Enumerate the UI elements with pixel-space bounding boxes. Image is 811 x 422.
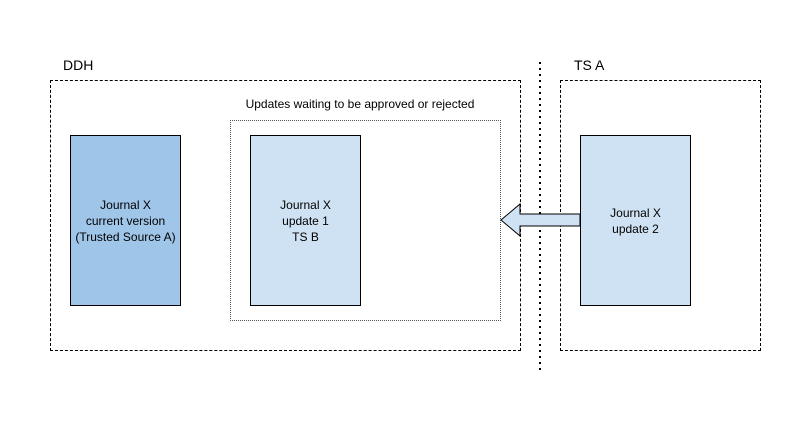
ddh-label: DDH [63,57,94,73]
current-version-line-2: current version [85,213,166,228]
update-2-document[interactable]: Journal X update 2 [580,135,691,306]
current-version-document[interactable]: Journal X current version (Trusted Sourc… [70,135,181,306]
update-1-line-3: TS B [292,229,319,244]
current-version-line-1: Journal X [100,197,151,212]
update-1-line-1: Journal X [280,197,331,212]
update-2-line-1: Journal X [610,205,661,220]
pending-updates-label: Updates waiting to be approved or reject… [245,97,475,111]
update-2-line-2: update 2 [612,221,659,236]
ts-a-label: TS A [574,57,605,73]
update-1-line-2: update 1 [282,213,329,228]
current-version-line-3: (Trusted Source A) [75,229,176,244]
update-1-document[interactable]: Journal X update 1 TS B [250,135,361,306]
